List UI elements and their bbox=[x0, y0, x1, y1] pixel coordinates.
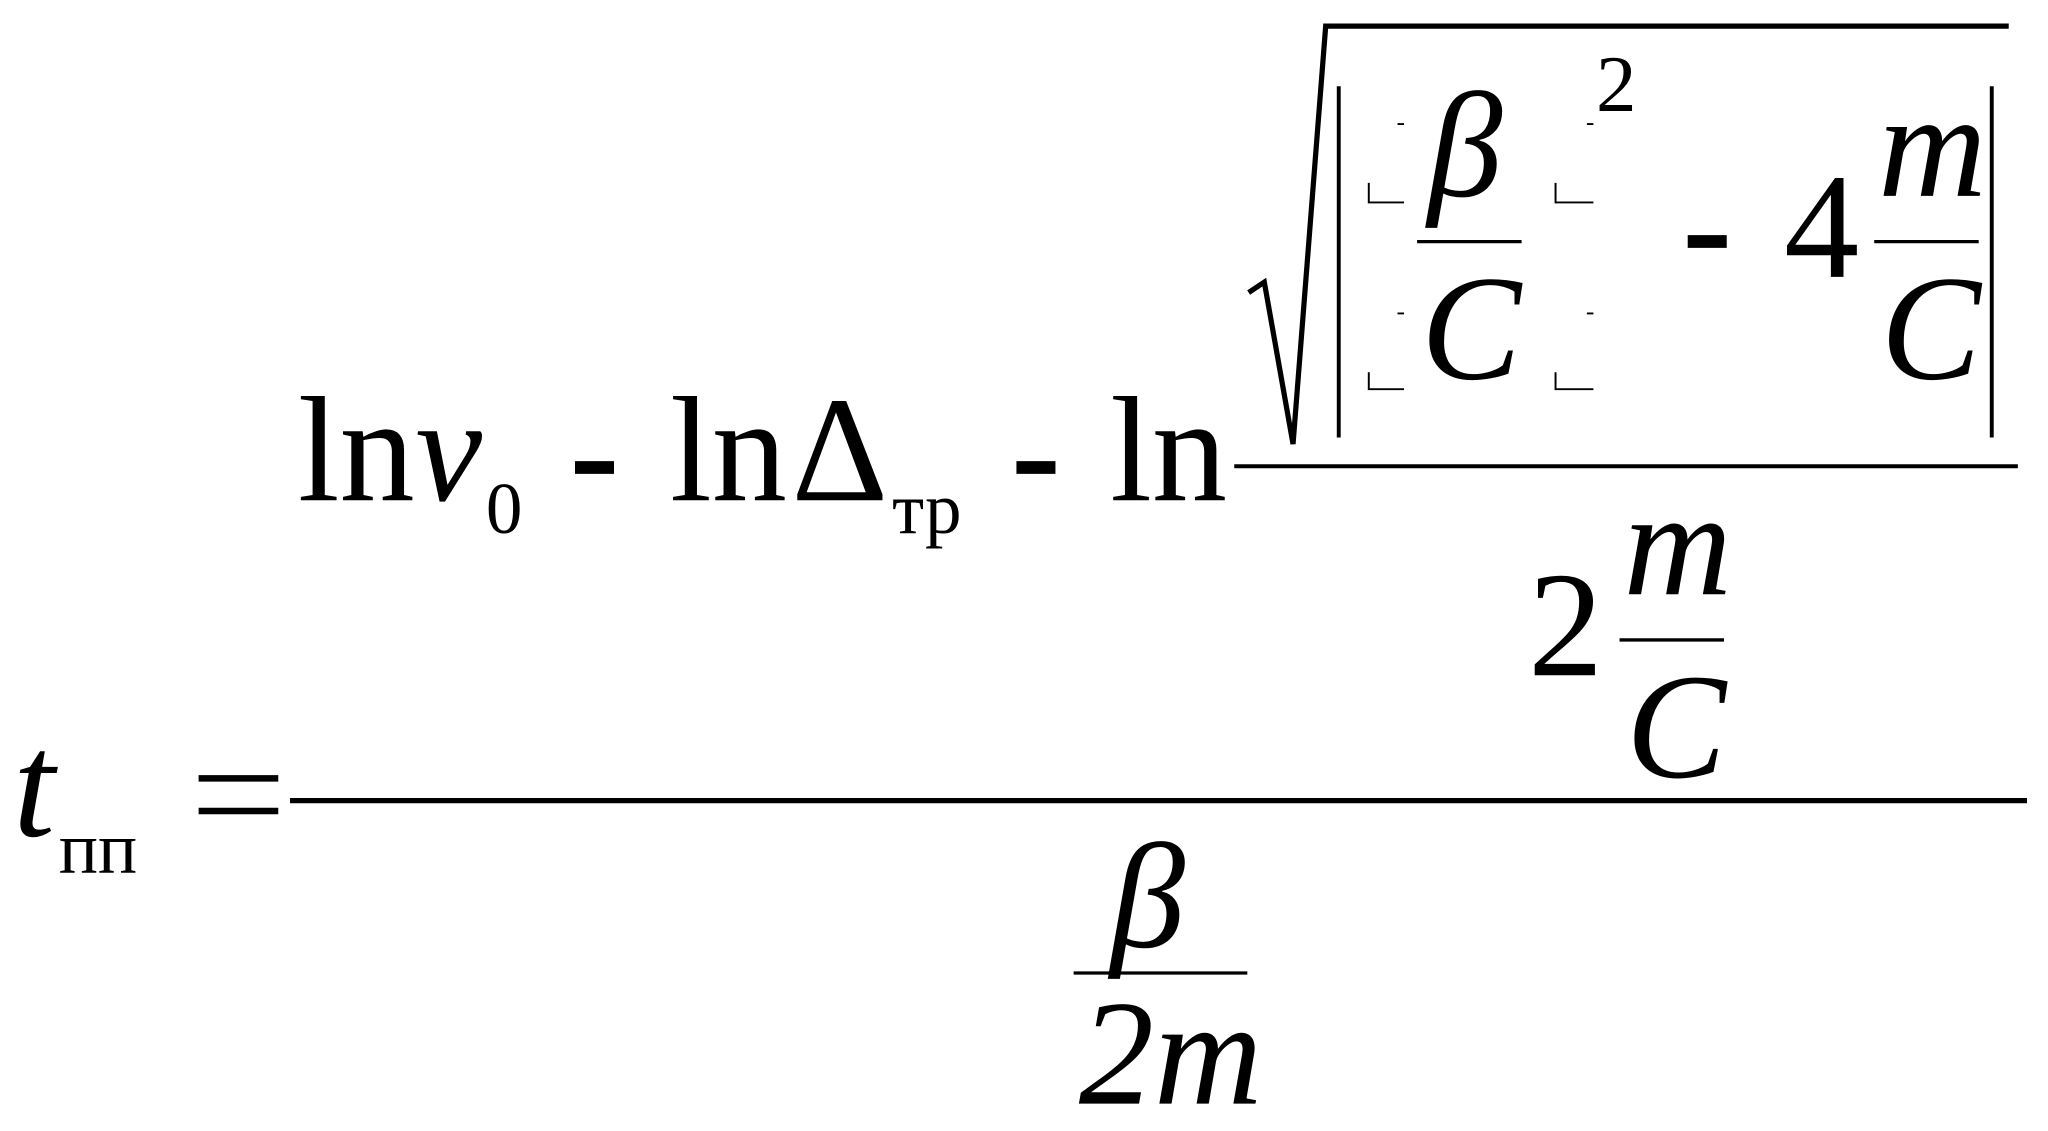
beta-numerator: β bbox=[1425, 63, 1503, 229]
four: 4 bbox=[1784, 144, 1859, 310]
beta-denominator: β bbox=[1107, 814, 1185, 980]
delta-subscript: тр bbox=[892, 468, 961, 549]
delta-symbol: Δ bbox=[792, 367, 889, 533]
t-subscript: пп bbox=[59, 807, 137, 888]
v-variable: v bbox=[415, 367, 482, 533]
ln-3: ln bbox=[1110, 367, 1227, 533]
minus-3: - bbox=[1682, 144, 1732, 310]
m-numerator: m bbox=[1878, 63, 1986, 229]
c-denominator-2: C bbox=[1881, 246, 1983, 412]
c-denominator-3: C bbox=[1626, 644, 1728, 810]
m-numerator-2: m bbox=[1623, 461, 1731, 627]
ln-1: ln bbox=[298, 367, 415, 533]
minus-1: - bbox=[570, 370, 620, 536]
t-variable: t bbox=[13, 703, 58, 869]
bracket-marks bbox=[1367, 123, 1594, 391]
c-denominator-1: C bbox=[1421, 246, 1523, 412]
sqrt-sign bbox=[1247, 23, 2009, 445]
ln-2: ln bbox=[670, 367, 787, 533]
equals-sign bbox=[198, 775, 279, 815]
power-2: 2 bbox=[1596, 39, 1636, 129]
minus-2: - bbox=[1011, 370, 1061, 536]
two-m: 2m bbox=[1079, 971, 1263, 1131]
two: 2 bbox=[1528, 542, 1603, 708]
v-subscript: 0 bbox=[486, 468, 523, 549]
